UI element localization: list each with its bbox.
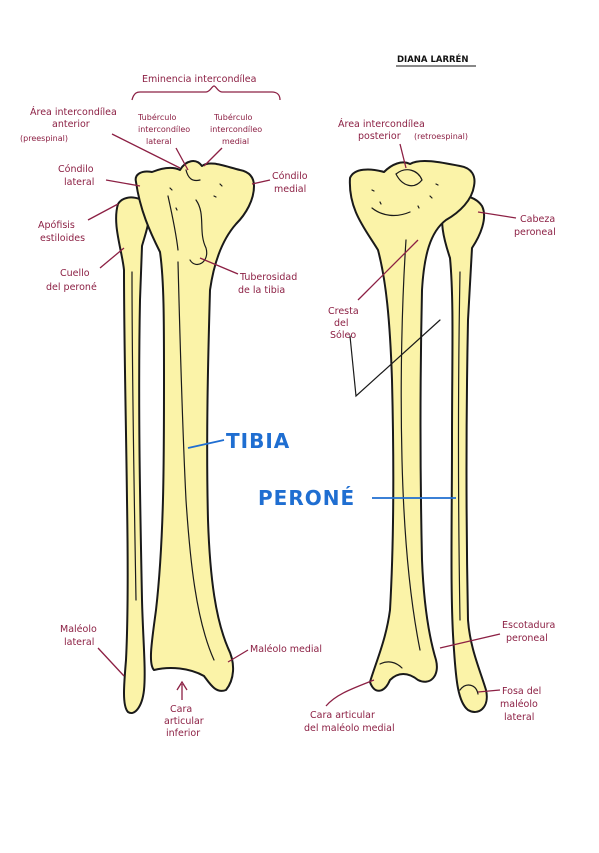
- label-condilo-lateral-2: lateral: [64, 177, 94, 188]
- label-area-posterior-3: (retroespinal): [414, 132, 468, 141]
- label-cara-maleolo-2: del maléolo medial: [304, 723, 395, 734]
- posterior-malleolus-detail: [379, 661, 403, 669]
- anterior-tibia-spine-detail: [185, 169, 201, 182]
- label-fosa-3: lateral: [504, 712, 534, 723]
- leader-escotadura: [439, 633, 501, 649]
- label-condilo-lateral-1: Cóndilo: [58, 164, 94, 175]
- label-condilo-medial-2: medial: [274, 184, 306, 195]
- posterior-condyle-line: [371, 207, 411, 217]
- leader-tuberculo-medial: [203, 147, 223, 167]
- leader-tibia: [187, 439, 225, 449]
- label-fosa-2: maléolo: [500, 699, 538, 710]
- label-tuberosidad-2: de la tibia: [238, 285, 285, 296]
- leader-area-anterior: [111, 133, 181, 169]
- arrow-cara-inferior: [176, 680, 188, 700]
- label-escotadura-1: Escotadura: [502, 620, 555, 631]
- anterior-stipple: [169, 183, 223, 211]
- posterior-tibia-contour: [400, 239, 421, 651]
- leader-condilo-lateral: [105, 179, 141, 187]
- leader-cresta: [357, 239, 419, 301]
- label-tuberculo-medial-2: intercondíleo: [210, 125, 262, 134]
- posterior-area-detail: [395, 169, 423, 187]
- label-tibia: TIBIA: [226, 429, 290, 453]
- eminencia-bracket: [131, 85, 281, 101]
- anterior-tuberosity-detail: [189, 199, 208, 265]
- posterior-fibula: [441, 195, 488, 713]
- label-cara-inferior-2: articular: [164, 716, 204, 727]
- label-tuberculo-lateral-2: intercondíleo: [138, 125, 190, 134]
- label-cara-inferior-1: Cara: [170, 704, 192, 715]
- leader-tuberculo-lateral: [175, 147, 189, 171]
- label-cara-maleolo-1: Cara articular: [310, 710, 375, 721]
- label-tuberculo-lateral-1: Tubérculo: [137, 112, 177, 122]
- label-apofisis-1: Apófisis: [38, 220, 75, 231]
- label-cuello-1: Cuello: [60, 268, 90, 279]
- anterior-fibula: [115, 196, 151, 714]
- leader-tuberosidad: [199, 257, 239, 275]
- label-tuberculo-medial-3: medial: [222, 137, 249, 146]
- leader-maleolo-medial: [227, 649, 249, 663]
- soleal-line-sketch: [349, 319, 441, 398]
- label-area-anterior-2: anterior: [52, 119, 90, 130]
- anterior-tibia-crest: [177, 261, 215, 661]
- label-cabeza-2: peroneal: [514, 227, 556, 238]
- posterior-tibia: [348, 159, 476, 692]
- anterior-tibia: [134, 160, 255, 692]
- anterior-fibula-contour: [131, 271, 137, 601]
- leader-fosa: [477, 689, 501, 693]
- leader-cabeza: [477, 211, 517, 219]
- label-tuberculo-lateral-3: lateral: [146, 137, 172, 146]
- posterior-fibula-contour: [457, 271, 461, 621]
- posterior-view: Área intercondílea posterior (retroespin…: [258, 118, 556, 734]
- leader-apofisis: [87, 203, 119, 221]
- label-fosa-1: Fosa del: [502, 686, 541, 697]
- author-name: DIANA LARRÉN: [397, 53, 468, 65]
- leader-cuello: [99, 247, 125, 269]
- label-maleolo-lateral-1: Maléolo: [60, 624, 97, 635]
- label-tuberculo-medial-1: Tubérculo: [213, 112, 253, 122]
- label-maleolo-medial: Maléolo medial: [250, 644, 322, 655]
- leader-condilo-medial: [251, 179, 271, 185]
- label-escotadura-2: peroneal: [506, 633, 548, 644]
- leader-area-posterior: [399, 143, 407, 169]
- label-area-anterior-1: Área intercondílea: [30, 106, 117, 118]
- label-tuberosidad-1: Tuberosidad: [239, 272, 297, 283]
- label-condilo-medial-1: Cóndilo: [272, 171, 308, 182]
- label-cara-inferior-3: inferior: [166, 728, 200, 739]
- label-cresta-2: del: [334, 318, 349, 329]
- label-eminencia: Eminencia intercondílea: [142, 74, 256, 85]
- posterior-stipple: [371, 183, 439, 209]
- leader-maleolo-lateral: [97, 647, 125, 677]
- label-cuello-2: del peroné: [46, 282, 97, 293]
- label-area-posterior-2: posterior: [358, 131, 401, 142]
- anterior-view: Eminencia intercondílea Área intercondíl…: [20, 74, 322, 739]
- leader-cara-maleolo: [325, 679, 375, 707]
- posterior-fosa-detail: [459, 684, 479, 695]
- label-area-posterior-1: Área intercondílea: [338, 118, 425, 130]
- label-perone: PERONÉ: [258, 486, 355, 510]
- anterior-tibia-contour: [167, 195, 179, 251]
- label-cabeza-1: Cabeza: [520, 214, 555, 225]
- label-cresta-3: Sóleo: [330, 330, 356, 341]
- label-area-anterior-3: (preespinal): [20, 134, 68, 143]
- label-cresta-1: Cresta: [328, 306, 359, 317]
- label-apofisis-2: estiloides: [40, 233, 85, 244]
- label-maleolo-lateral-2: lateral: [64, 637, 94, 648]
